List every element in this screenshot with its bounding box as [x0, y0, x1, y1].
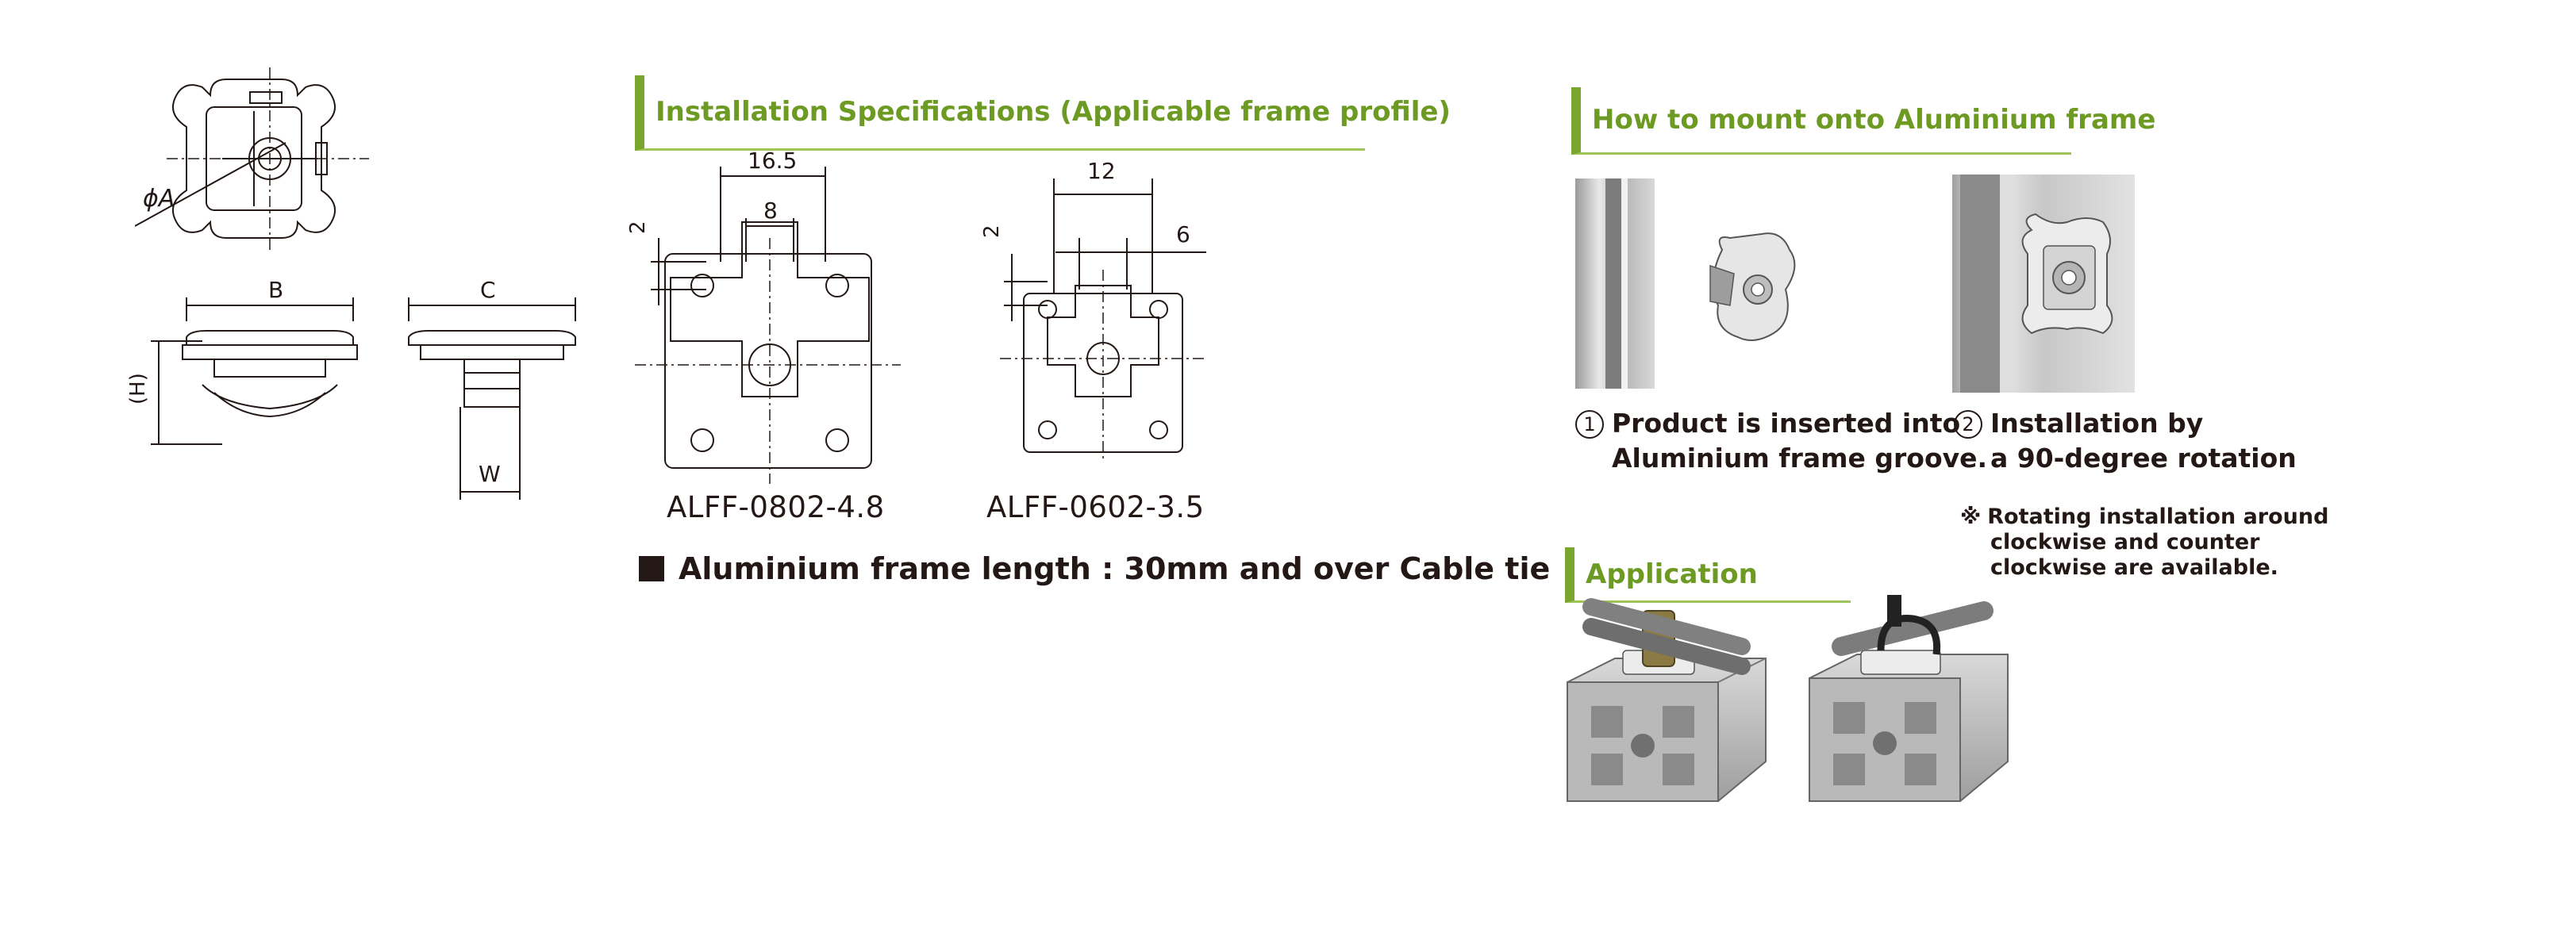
step2-number: 2 [1954, 410, 1982, 439]
installation-title-text: Installation Specifications (Applicable … [656, 96, 1451, 128]
side-view-drawing: C W [408, 277, 576, 500]
rotation-note: ※Rotating installation around clockwise … [1960, 504, 2328, 581]
installation-title: Installation Specifications (Applicable … [635, 75, 1451, 151]
frame-length-note: Aluminium frame length : 30mm and over C… [639, 551, 1550, 586]
profile-0602-label: ALFF-0602-3.5 [986, 490, 1205, 524]
dim-c-label: C [480, 277, 496, 303]
note-line-2: clockwise and counter [1990, 530, 2260, 554]
step1-line2: Aluminium frame groove. [1612, 443, 1988, 474]
frame-length-note-text: Aluminium frame length : 30mm and over C… [679, 551, 1551, 586]
profile-0802-drawing: 16.5 8 2 [627, 151, 901, 484]
p2-dim-side: 2 [980, 224, 1004, 238]
step1-line1: Product is inserted into [1612, 408, 1961, 439]
p2-dim-inner: 6 [1176, 221, 1190, 247]
p1-dim-side: 2 [627, 221, 650, 234]
step2-line2: a 90-degree rotation [1990, 443, 2297, 474]
phi-a-label: ϕA [143, 185, 175, 213]
mount-step1-photo [1575, 178, 1796, 389]
application-photo-2 [1809, 595, 2009, 802]
step1-number: 1 [1575, 410, 1604, 439]
step2-line1: Installation by [1990, 408, 2204, 439]
dim-b-label: B [268, 277, 283, 303]
note-line-1: Rotating installation around [1987, 504, 2329, 529]
front-view-drawing: B (H) [127, 277, 358, 445]
mount-title-text: How to mount onto Aluminium frame [1592, 104, 2156, 136]
application-title: Application [1565, 547, 1851, 603]
mount-title: How to mount onto Aluminium frame [1571, 87, 2155, 155]
profile-0602-drawing: 12 6 2 [980, 158, 1206, 460]
note-line-3: clockwise are available. [1990, 555, 2278, 580]
reference-mark-icon: ※ [1960, 504, 1982, 529]
dim-w-label: W [479, 461, 501, 487]
square-bullet-icon [639, 556, 664, 581]
application-title-text: Application [1586, 558, 1758, 590]
mount-step2-photo [1952, 175, 2135, 393]
p2-dim-width: 12 [1087, 158, 1116, 184]
mount-step1-text: 1 Product is inserted into Aluminium fram… [1575, 406, 1987, 476]
mount-step2-text: 2 Installation by a 90-degree rotation [1954, 406, 2297, 476]
application-photo-1 [1567, 598, 1767, 802]
p1-dim-width: 16.5 [748, 151, 797, 174]
top-view-drawing: ϕA [135, 67, 369, 250]
dim-h-label: (H) [127, 373, 150, 405]
p1-dim-inner: 8 [763, 198, 778, 224]
profile-0802-label: ALFF-0802-4.8 [667, 490, 885, 524]
